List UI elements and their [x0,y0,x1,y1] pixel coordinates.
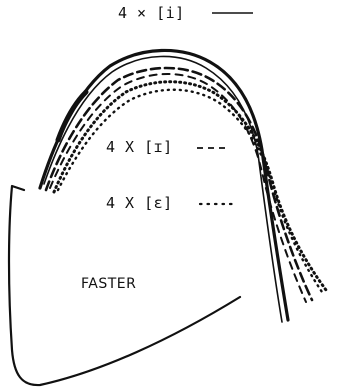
legend-label-I: 4 X [ɪ] [106,138,173,156]
legend-label-E: 4 X [ɛ] [106,194,173,212]
caption-faster: FASTER [81,276,136,292]
contour-i-solid [40,50,288,320]
contour-E-dotted [54,82,326,290]
legend-label-i: 4 × [i] [118,4,185,22]
